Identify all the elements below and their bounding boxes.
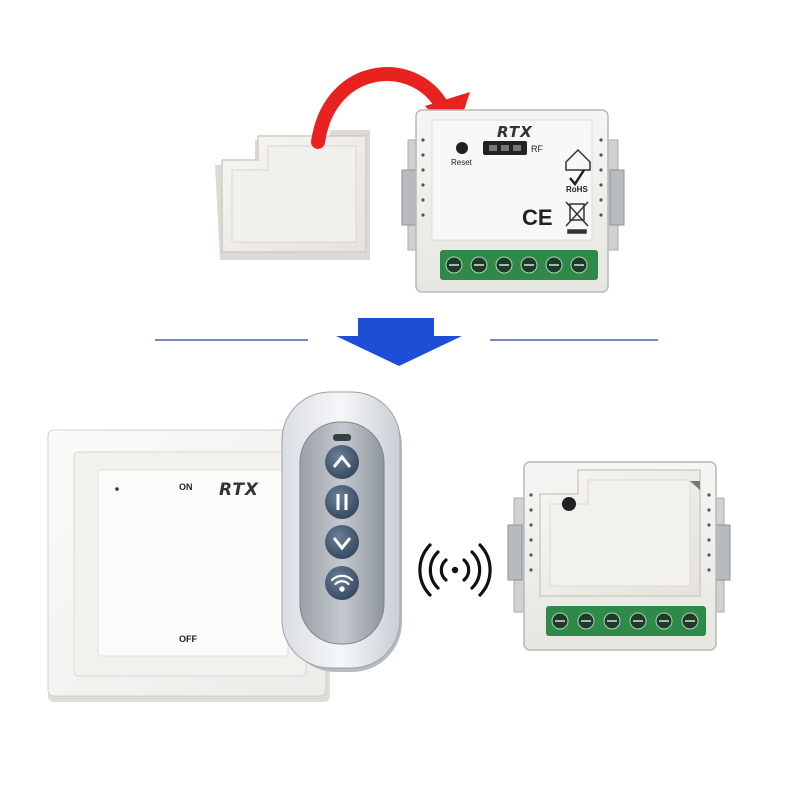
remote-pair-button[interactable] <box>325 566 359 600</box>
rohs-label: RoHS <box>566 185 588 194</box>
house-icon <box>565 148 591 171</box>
rf-label: RF <box>531 144 543 154</box>
wall-switch <box>47 429 330 702</box>
cover-piece <box>215 130 370 260</box>
chevron-up-icon <box>332 454 352 468</box>
receiver-module-bottom <box>507 461 731 651</box>
check-icon <box>569 169 586 187</box>
chevron-down-icon <box>332 537 352 551</box>
reset-label: Reset <box>451 158 472 167</box>
weee-bin-icon <box>565 201 589 234</box>
remote-down-button[interactable] <box>325 525 359 559</box>
receiver-brand-logo: RTX <box>497 123 533 141</box>
ce-mark: CE <box>522 205 553 230</box>
receiver-module-top <box>401 109 625 293</box>
switch-on-label: ON <box>179 482 193 492</box>
wireless-signal-icon <box>418 543 492 597</box>
switch-brand-logo: RTX <box>219 480 260 500</box>
wifi-signal-icon <box>330 574 354 592</box>
reset-button-hole <box>562 497 576 511</box>
down-arrow-icon <box>336 318 462 366</box>
remote-up-button[interactable] <box>325 445 359 479</box>
reset-button-hole <box>456 142 468 154</box>
remote-stop-button[interactable] <box>325 485 359 519</box>
remote-control <box>281 391 402 672</box>
remote-led <box>333 434 351 441</box>
indicator-led <box>115 487 119 491</box>
switch-off-label: OFF <box>179 634 197 644</box>
